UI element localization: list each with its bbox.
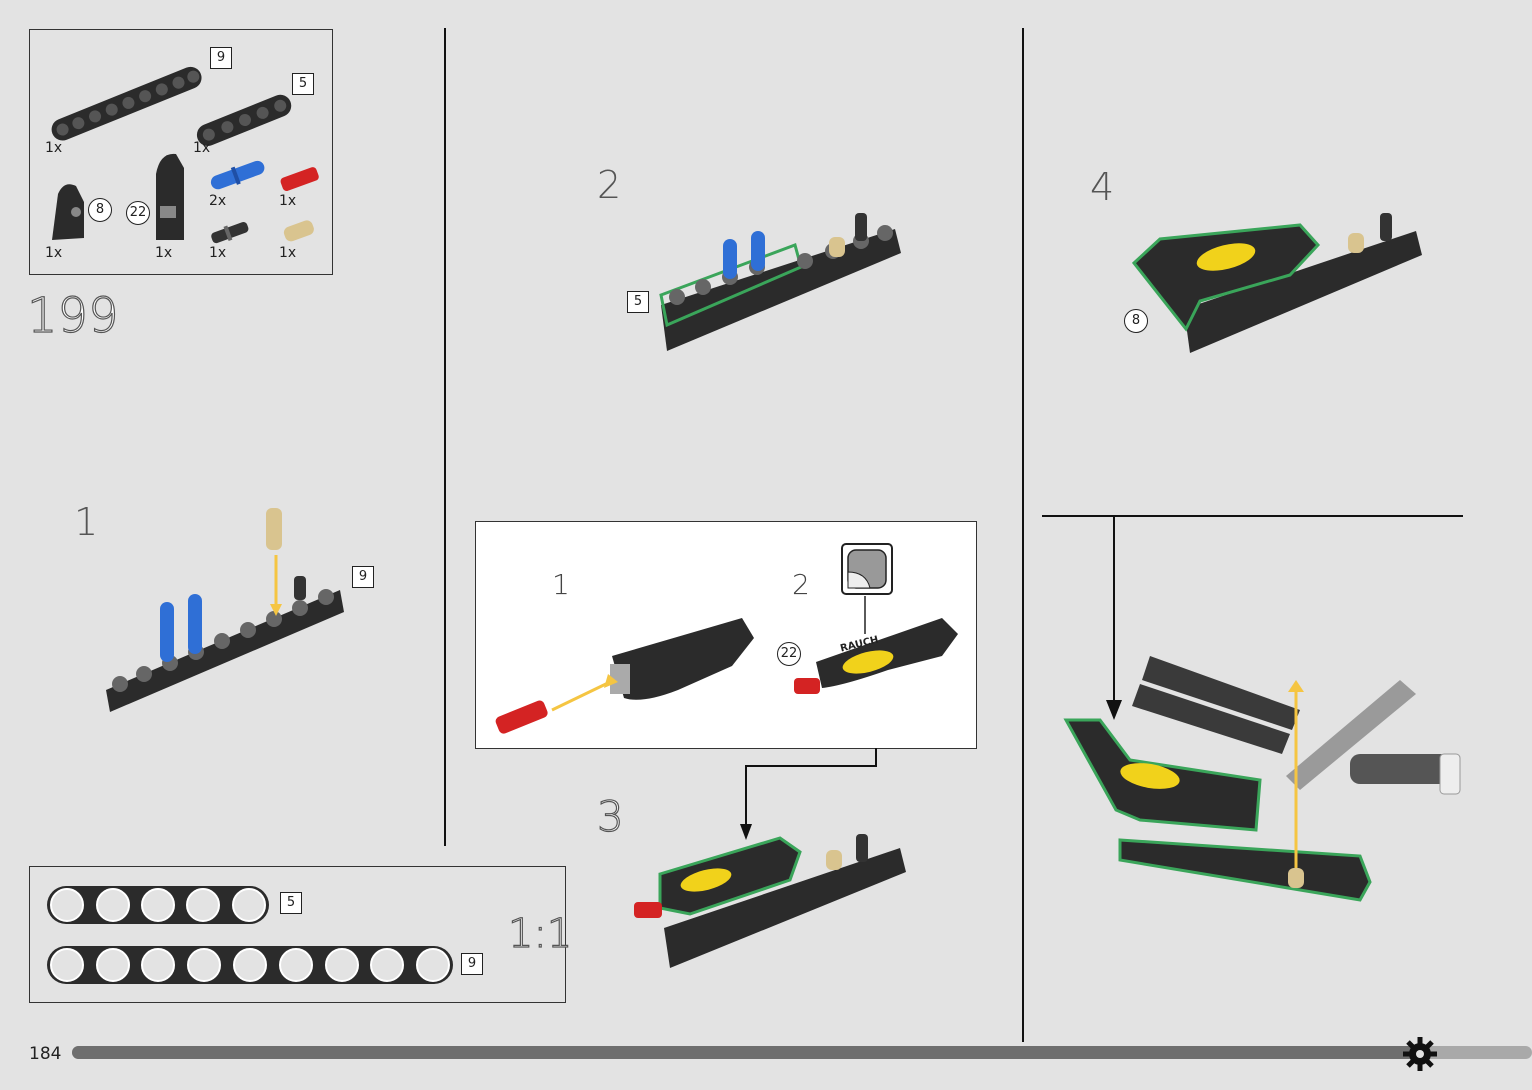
callout-step-1-drawing bbox=[492, 608, 762, 738]
final-assembly bbox=[1060, 650, 1480, 950]
page-number: 184 bbox=[29, 1044, 61, 1064]
ruler-beam-5-tag: 5 bbox=[280, 892, 302, 914]
callout-panel-22-tag: 22 bbox=[777, 642, 801, 666]
substep-2-assembly bbox=[655, 205, 915, 365]
divider-right bbox=[1022, 28, 1024, 1042]
panel-8-part bbox=[44, 180, 94, 245]
panel-8-qty: 1x bbox=[45, 245, 62, 261]
black-axle-pin-qty: 1x bbox=[209, 245, 226, 261]
beam-9-part bbox=[44, 52, 214, 152]
tan-pin-part bbox=[280, 216, 320, 246]
red-axle-qty: 1x bbox=[279, 193, 296, 209]
blue-pin-part bbox=[206, 156, 270, 196]
callout-step-2: 2 bbox=[792, 568, 810, 601]
panel-22-qty: 1x bbox=[155, 245, 172, 261]
substep-4-panel-tag: 8 bbox=[1124, 309, 1148, 333]
substep-3-assembly bbox=[630, 828, 920, 978]
book-progress-bar bbox=[72, 1046, 1532, 1059]
red-axle-part bbox=[278, 165, 322, 195]
divider-left bbox=[444, 28, 446, 846]
ruler-scale-label: 1:1 bbox=[508, 911, 572, 957]
blue-pin-qty: 2x bbox=[209, 193, 226, 209]
substep-2-number: 2 bbox=[597, 163, 621, 207]
panel-22-part bbox=[150, 150, 195, 245]
callout-step-2-drawing bbox=[792, 612, 972, 702]
gear-icon bbox=[1402, 1036, 1438, 1072]
panel-8-tag: 8 bbox=[88, 198, 112, 222]
callout-step-1: 1 bbox=[552, 568, 570, 601]
ruler-beam-9-tag: 9 bbox=[461, 953, 483, 975]
ruler-beam-9 bbox=[46, 945, 456, 987]
beam-9-qty: 1x bbox=[45, 140, 62, 156]
beam-5-qty: 1x bbox=[193, 140, 210, 156]
beam-5-tag: 5 bbox=[292, 73, 314, 95]
scale-ruler-box: 5 9 1:1 bbox=[29, 866, 566, 1003]
panel-22-tag: 22 bbox=[126, 201, 150, 225]
substep-1-assembly bbox=[100, 500, 360, 730]
sticker-icon bbox=[840, 542, 894, 596]
main-step-number: 199 bbox=[27, 288, 119, 344]
black-axle-pin-part bbox=[208, 218, 252, 248]
substep-4-number: 4 bbox=[1090, 165, 1114, 209]
ruler-beam-5 bbox=[46, 885, 272, 927]
book-progress-fill bbox=[72, 1046, 1415, 1059]
parts-list-box: 9 1x 5 1x 8 1x 22 1x 2x 1x 1x 1x bbox=[29, 29, 333, 275]
sub-assembly-callout: 1 2 RAUCH 22 bbox=[475, 521, 977, 749]
substep-4-assembly bbox=[1130, 205, 1430, 360]
substep-2-beam-tag: 5 bbox=[627, 291, 649, 313]
substep-3-number: 3 bbox=[597, 792, 624, 841]
beam-9-tag: 9 bbox=[210, 47, 232, 69]
tan-pin-qty: 1x bbox=[279, 245, 296, 261]
substep-1-number: 1 bbox=[74, 500, 98, 544]
